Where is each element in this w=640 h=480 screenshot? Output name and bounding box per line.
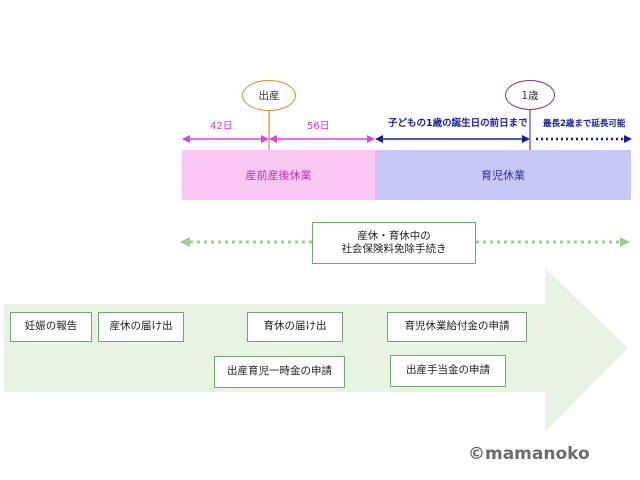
lump-sum-birth-allowance-box: 出産育児一時金の申請 — [214, 356, 345, 388]
days-56-arrow — [269, 135, 375, 143]
childcare-leave-notice-box: 育休の届け出 — [247, 312, 343, 342]
insurance-exemption-arrow — [180, 237, 630, 247]
birth-marker: 出産 — [242, 80, 296, 111]
insurance-exemption-line2: 社会保険料免除手続き — [341, 243, 447, 255]
childbirth-allowance-box: 出産手当金の申請 — [390, 355, 506, 387]
pregnancy-report-box: 妊娠の報告 — [10, 312, 92, 342]
days-42-label: 42日 — [210, 121, 233, 132]
maternity-leave-label: 産前産後休業 — [245, 169, 312, 182]
maternity-leave-band — [182, 150, 375, 200]
process-arrow — [4, 268, 628, 432]
childcare-benefit-application-box: 育児休業給付金の申請 — [387, 312, 527, 342]
extension-dotted-arrow — [536, 135, 632, 143]
extension-label: 最長2歳まで延長可能 — [543, 119, 626, 129]
insurance-exemption-box: 産休・育休中の 社会保険料免除手続き — [312, 222, 476, 264]
until-first-birthday-arrow — [375, 135, 530, 143]
days-56-label: 56日 — [307, 121, 330, 132]
one-year-marker: 1歳 — [505, 80, 555, 110]
until-first-birthday-label: 子どもの1歳の誕生日の前日まで — [388, 118, 528, 129]
childcare-leave-label: 育児休業 — [481, 169, 525, 182]
insurance-exemption-line1: 産休・育休中の — [357, 229, 431, 242]
maternity-leave-notice-box: 産休の届け出 — [98, 312, 184, 342]
childcare-leave-band — [375, 150, 631, 200]
watermark: ©mamanoko — [468, 444, 590, 464]
days-42-arrow — [182, 135, 269, 143]
